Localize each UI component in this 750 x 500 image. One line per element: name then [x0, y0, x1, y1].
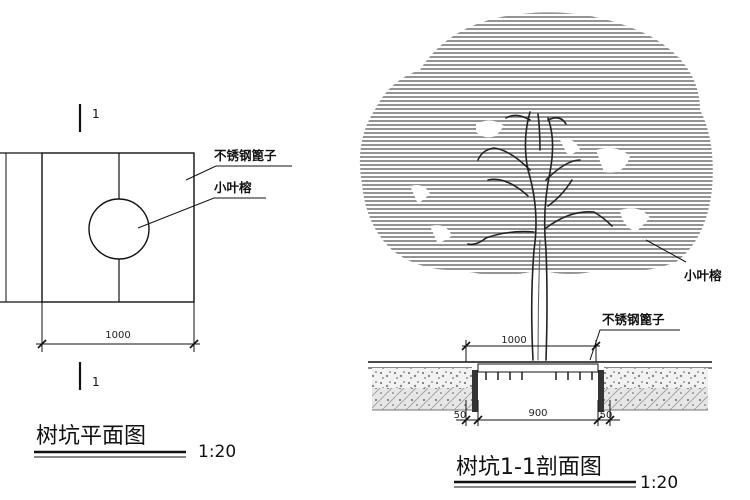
plan-dim-tick-right	[189, 339, 199, 349]
section-mark-bottom-label: 1	[92, 375, 100, 389]
plan-tree-label: 小叶榕	[213, 180, 252, 195]
soil-layer-left	[372, 388, 472, 410]
branch	[477, 147, 531, 171]
tree-pit-square	[41, 152, 195, 303]
section-title: 树坑1-1剖面图	[456, 455, 602, 480]
ground-section	[368, 361, 712, 412]
plan-dim-tick-left	[37, 339, 47, 349]
section-tree-label: 小叶榕	[683, 268, 722, 283]
tree-leader-line	[137, 197, 266, 229]
plan-scale: 1:20	[198, 442, 236, 462]
canopy-gap	[430, 225, 452, 244]
dim-tick	[605, 415, 615, 425]
dim-tick	[593, 415, 603, 425]
plan-width-dim: 1000	[105, 330, 130, 341]
section-top-dim: 1000	[501, 335, 526, 346]
section-top-dim-tick	[461, 341, 471, 351]
pit-wall-left	[472, 370, 478, 412]
section-pit-dim: 900	[528, 408, 547, 419]
canopy-gap	[620, 208, 650, 232]
section-right-offset-dim: 50	[600, 410, 613, 421]
stainless-grate	[477, 363, 599, 373]
trunk-line-mid	[537, 239, 541, 361]
dim-tick	[461, 415, 471, 425]
branch	[467, 230, 535, 246]
grate-leader-line	[185, 165, 292, 181]
branch	[547, 179, 573, 207]
section-view: 小叶榕 1000 不锈钢篦子	[359, 12, 722, 493]
tree-canopy	[359, 12, 713, 275]
branch	[545, 211, 613, 229]
branch	[537, 113, 541, 151]
branch	[545, 159, 581, 181]
soil-layer-right	[604, 388, 708, 410]
pit-wall-right	[598, 370, 604, 412]
plan-view: 1 不锈钢篦子 小叶榕 1000 1 树坑平面图 1:20	[0, 104, 292, 462]
trunk-line-right	[543, 117, 554, 361]
tree-trunk	[467, 111, 613, 361]
tree-trunk-circle	[88, 198, 150, 260]
dim-tick	[473, 415, 483, 425]
canopy-gap	[596, 148, 630, 173]
grate-bars	[485, 372, 593, 380]
plan-title: 树坑平面图	[36, 424, 146, 449]
section-left-offset-dim: 50	[454, 410, 467, 421]
canopy-gap	[560, 139, 580, 156]
canopy-gap	[476, 120, 504, 138]
trunk-line-left	[524, 111, 537, 361]
section-grate-label: 不锈钢篦子	[602, 312, 665, 327]
branch	[505, 114, 531, 121]
gravel-layer-left	[372, 368, 472, 388]
section-mark-top-label: 1	[92, 107, 100, 121]
section-tree-leader	[645, 239, 687, 263]
section-scale: 1:20	[640, 473, 678, 493]
gravel-layer-right	[604, 368, 708, 388]
plan-grate-label: 不锈钢篦子	[214, 148, 277, 163]
section-grate-leader	[589, 329, 680, 361]
branch	[487, 178, 529, 197]
branch	[547, 116, 567, 125]
canopy-gap	[410, 185, 430, 204]
